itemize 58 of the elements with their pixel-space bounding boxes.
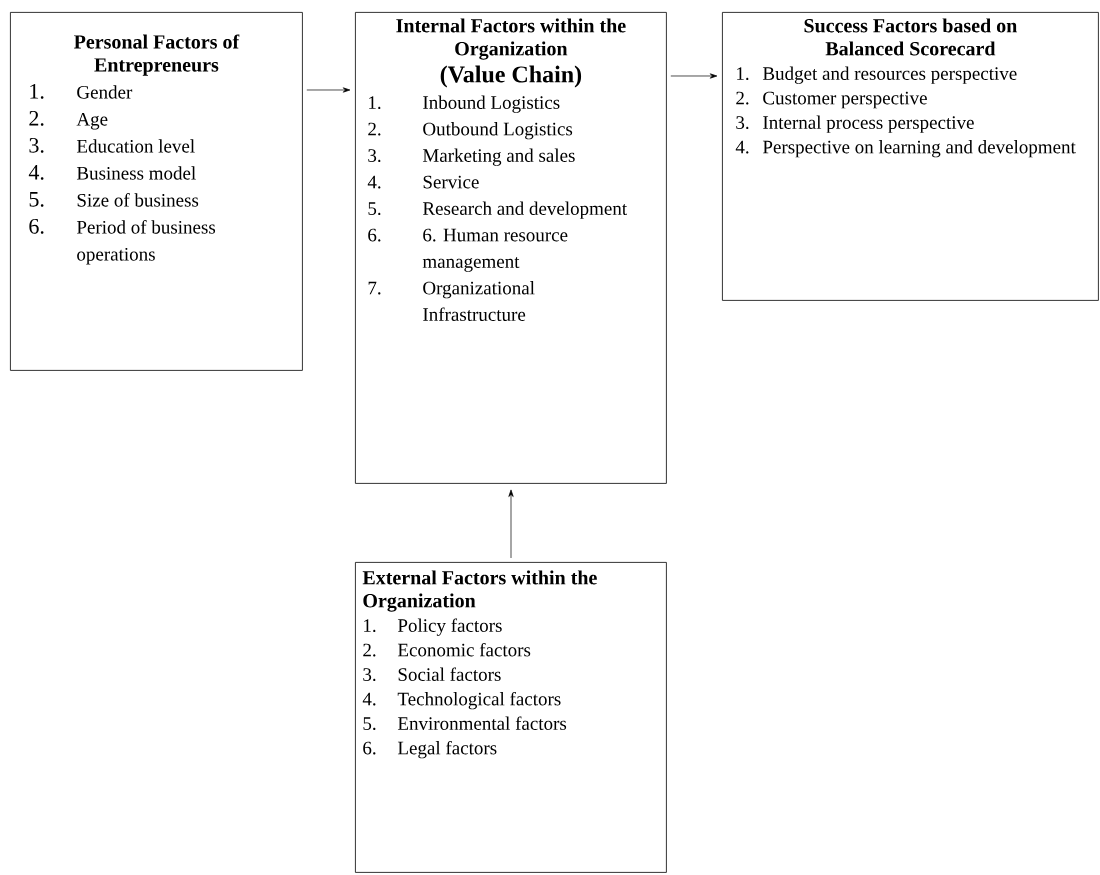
list-item: Service <box>423 175 479 189</box>
list-item: Customer perspective <box>763 91 927 109</box>
list-item: Budget and resources perspective <box>762 66 1017 84</box>
list-number: 1. <box>364 619 376 633</box>
list-number: 3. <box>363 668 376 682</box>
list-item: Economic factors <box>397 642 531 657</box>
list-number: 5. <box>363 717 376 731</box>
list-number: 2. <box>29 110 44 126</box>
list-item: Size of business <box>77 193 199 207</box>
list-number: 4. <box>735 140 749 154</box>
list-number: 7. <box>368 281 381 295</box>
box-heading: Success Factors based on Balanced Scorecard <box>804 18 1017 56</box>
list-item: Period of business operations <box>76 220 216 265</box>
box-heading: External Factors within the Organization <box>362 570 597 612</box>
list-number: 4. <box>367 175 381 189</box>
list-number: 2. <box>363 643 376 657</box>
list-item: Technological factors <box>397 691 561 710</box>
list-item: Gender <box>77 85 133 99</box>
list-item: Outbound Logistics <box>423 122 573 140</box>
list-item: Age <box>76 112 108 130</box>
list-item: Internal process perspective <box>763 115 974 133</box>
list-item: Education level <box>76 139 195 153</box>
list-item: Perspective on learning and development <box>762 140 1076 158</box>
box-heading: Internal Factors within the Organization <box>396 18 626 60</box>
list-number: 2. <box>736 91 749 105</box>
factor-box <box>355 12 667 484</box>
list-item: Research and development <box>422 201 627 219</box>
list-number: 6. <box>29 218 44 234</box>
arrow <box>306 87 351 93</box>
list-number: 3. <box>736 116 749 130</box>
list-number: 5. <box>29 192 44 207</box>
list-number: 4. <box>28 165 44 180</box>
factor-box <box>10 12 303 371</box>
box-heading: (Value Chain) <box>440 65 582 88</box>
list-number: 6. <box>368 228 381 242</box>
list-number: 2. <box>368 122 381 136</box>
list-number: 1. <box>30 83 44 99</box>
list-number: 1. <box>369 96 381 110</box>
list-item: 6. Human resource management <box>422 228 568 272</box>
list-number: 6. <box>363 741 376 755</box>
list-item: Organizational Infrastructure <box>423 281 535 321</box>
list-item: Legal factors <box>397 740 497 759</box>
list-number: 3. <box>29 137 44 153</box>
list-item: Social factors <box>398 667 501 681</box>
box-heading: Personal Factors of Entrepreneurs <box>74 34 240 76</box>
factor-box <box>355 562 667 873</box>
list-item: Marketing and sales <box>422 148 575 166</box>
list-number: 4. <box>362 692 376 706</box>
factor-box <box>722 12 1099 301</box>
list-item: Policy factors <box>397 618 502 636</box>
list-item: Business model <box>76 166 196 180</box>
arrow <box>508 489 514 559</box>
list-number: 1. <box>737 67 749 81</box>
list-number: 5. <box>368 202 381 216</box>
list-item: Environmental factors <box>397 716 567 730</box>
list-number: 3. <box>368 149 381 163</box>
list-item: Inbound Logistics <box>423 95 560 113</box>
arrow <box>670 73 718 79</box>
